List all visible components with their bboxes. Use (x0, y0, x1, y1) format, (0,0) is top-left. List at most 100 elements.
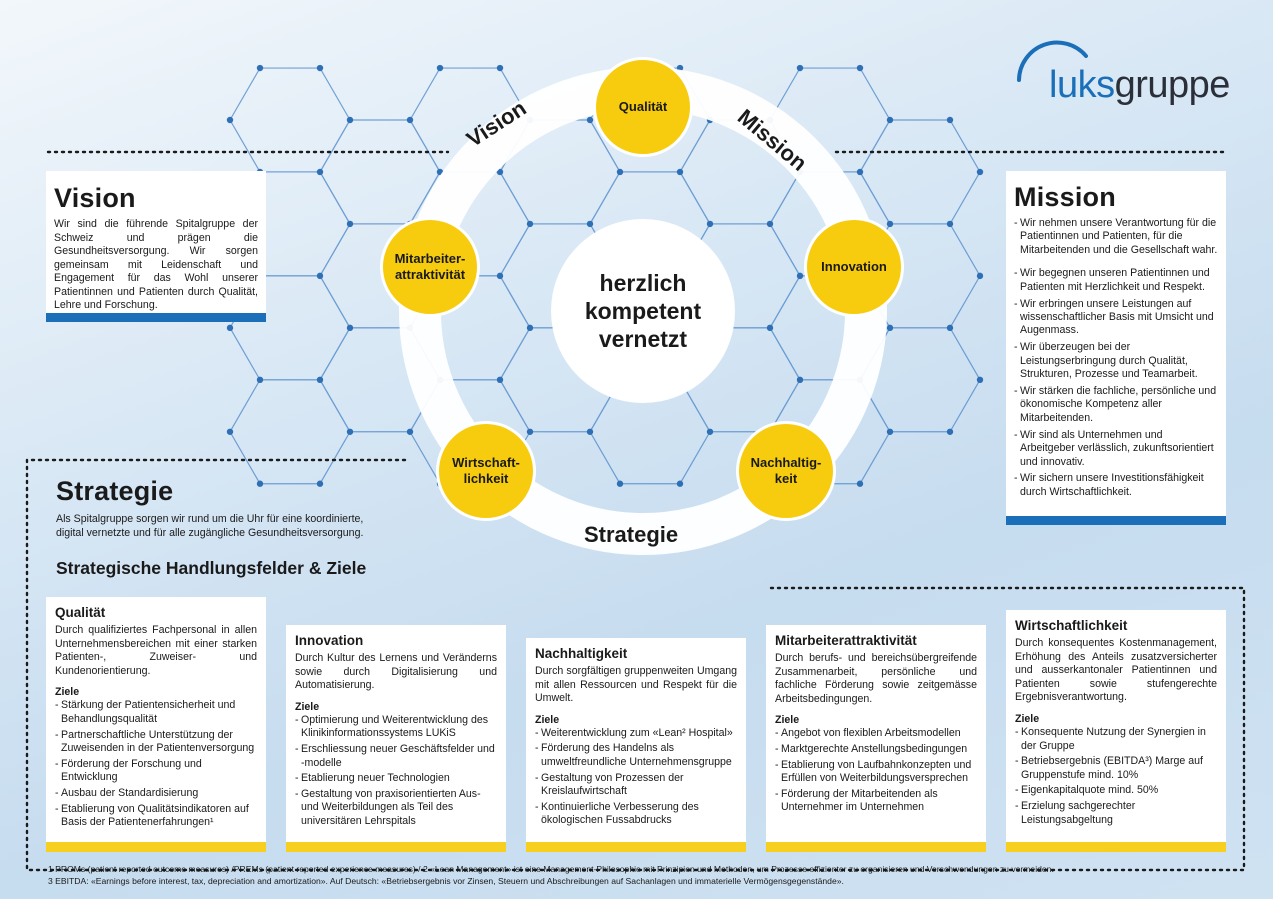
mission-item: Wir begegnen unseren Patientinnen und Pa… (1014, 267, 1218, 294)
logo-text-luks: luks (1049, 64, 1115, 106)
footnote-1: 1 PROMs (patient reported outcome measur… (48, 864, 1054, 874)
network-node (586, 220, 594, 228)
ziele-label: Ziele (535, 713, 560, 726)
mission-title: Mission (1014, 182, 1116, 212)
network-node (226, 116, 234, 124)
network-hexagon (229, 379, 351, 485)
network-node (346, 220, 354, 228)
logo-arc-icon (1017, 40, 1088, 82)
goal-item: Kontinuierliche Verbesserung des ökologi… (535, 801, 737, 828)
goal-item: Gestaltung von Prozessen der Kreislaufwi… (535, 772, 737, 799)
network-node (796, 64, 804, 72)
card-qualitaet: Qualität Durch qualifiziertes Fachperson… (46, 597, 266, 852)
goal-item: Partnerschaftliche Unterstützung der Zuw… (55, 729, 257, 756)
network-node (706, 428, 714, 435)
network-node (766, 324, 774, 332)
network-node (226, 324, 234, 332)
goal-item: Etablierung neuer Technologien (295, 772, 497, 786)
network-node (886, 324, 894, 332)
ziele-label: Ziele (775, 714, 800, 727)
goal-item: Angebot von flexiblen Arbeitsmodellen (775, 727, 977, 741)
network-node (436, 64, 444, 72)
ziele-label: Ziele (1015, 712, 1040, 725)
card-desc: Durch qualifiziertes Fachpersonal in all… (55, 624, 257, 677)
network-node (256, 376, 264, 384)
value-circle-mitarbeiter: Mitarbeiter- attraktivität (380, 217, 480, 317)
mission-box: Mission Wir nehmen unsere Verantwortung … (1006, 171, 1226, 525)
network-node (346, 324, 354, 332)
goal-item: Stärkung der Patientensicherheit und Beh… (55, 699, 257, 726)
goal-item: Gestaltung von praxisorientierten Aus- u… (295, 788, 497, 829)
network-node (316, 272, 324, 280)
network-node (856, 64, 864, 72)
network-node (976, 168, 984, 176)
network-node (406, 116, 414, 124)
value-circle-wirtschaft-line1: Wirtschaft- (452, 455, 520, 470)
mission-item: Wir sichern unsere Investitionsfähigkeit… (1014, 472, 1218, 499)
network-node (976, 376, 984, 384)
network-node (796, 376, 804, 384)
value-circle-mitarbeiter-line1: Mitarbeiter- (394, 251, 466, 266)
logo-text: luksgruppe (1049, 64, 1230, 107)
card-nachhaltigkeit: Nachhaltigkeit Durch sorgfältigen gruppe… (526, 638, 746, 852)
goal-item: Konsequente Nutzung der Synergien in der… (1015, 726, 1217, 753)
card-desc: Durch konsequentes Kostenmanagement, Erh… (1015, 637, 1217, 704)
goal-item: Förderung der Forschung und Entwicklung (55, 758, 257, 785)
card-desc: Durch Kultur des Lernens und Veränderns … (295, 652, 497, 692)
footnotes: 1 PROMs (patient reported outcome measur… (48, 864, 1054, 887)
network-node (586, 428, 594, 435)
card-desc: Durch berufs- und bereichsübergreifende … (775, 652, 977, 705)
card-innovation: Innovation Durch Kultur des Lernens und … (286, 625, 506, 852)
core-value-2: kompetent (584, 298, 702, 324)
goal-item: Eigenkapitalquote mind. 50% (1015, 784, 1217, 798)
goal-item: Marktgerechte Anstellungsbedingungen (775, 743, 977, 757)
core-value-1: herzlich (599, 270, 687, 296)
ziele-label: Ziele (295, 700, 320, 713)
network-hexagon (859, 119, 981, 225)
goal-item: Weiterentwicklung zum «Lean² Hospital» (535, 727, 737, 741)
goal-item: Erzielung sachgerechter Leistungsabgeltu… (1015, 800, 1217, 827)
goal-list: Weiterentwicklung zum «Lean² Hospital» F… (535, 727, 737, 828)
card-title: Wirtschaftlichkeit (1015, 618, 1128, 633)
network-node (316, 64, 324, 72)
value-circle-wirtschaft: Wirtschaft- lichkeit (436, 421, 536, 521)
value-circle-nachhaltigkeit: Nachhaltig- keit (736, 421, 836, 521)
network-node (796, 272, 804, 280)
card-desc: Durch sorgfältigen gruppenweiten Umgang … (535, 665, 737, 705)
network-node (676, 168, 684, 176)
mission-item: Wir stärken die fachliche, persönliche u… (1014, 385, 1218, 425)
value-circle-innovation-label: Innovation (821, 259, 887, 274)
goal-item: Erschliessung neuer Geschäftsfelder und … (295, 743, 497, 770)
ziele-label: Ziele (55, 686, 80, 699)
network-node (706, 220, 714, 228)
network-node (886, 220, 894, 228)
mission-item: Wir nehmen unsere Verantwortung für die … (1014, 217, 1218, 257)
network-node (316, 376, 324, 384)
network-node (526, 428, 534, 435)
network-node (946, 428, 954, 435)
value-circle-nachhaltig-line2: keit (774, 471, 798, 486)
network-node (496, 272, 504, 280)
network-node (856, 168, 864, 176)
card-title: Mitarbeiterattraktivität (775, 633, 917, 648)
mission-list: Wir nehmen unsere Verantwortung für die … (1014, 217, 1218, 499)
vision-title: Vision (54, 183, 136, 213)
vision-text: Wir sind die führende Spitalgruppe der S… (54, 218, 258, 311)
ring-label-strategie: Strategie (584, 522, 679, 547)
goal-item: Etablierung von Qualitätsindikatoren auf… (55, 803, 257, 830)
goal-item: Optimierung und Weiterentwicklung des Kl… (295, 714, 497, 741)
strategie-text: Als Spitalgruppe sorgen wir rund um die … (56, 513, 364, 539)
network-node (946, 324, 954, 332)
network-node (976, 272, 984, 280)
network-node (886, 428, 894, 435)
core-value-3: vernetzt (598, 326, 688, 352)
goal-item: Förderung der Mitarbeitenden als Unterne… (775, 788, 977, 815)
network-node (226, 428, 234, 435)
network-node (496, 168, 504, 176)
mission-item: Wir erbringen unsere Leistungen auf wiss… (1014, 298, 1218, 338)
network-hexagon (229, 67, 351, 173)
value-circle-nachhaltig-line1: Nachhaltig- (750, 455, 822, 470)
network-node (316, 480, 324, 487)
goal-item: Betriebsergebnis (EBITDA³) Marge auf Gru… (1015, 755, 1217, 782)
logo-text-gruppe: gruppe (1114, 64, 1231, 106)
